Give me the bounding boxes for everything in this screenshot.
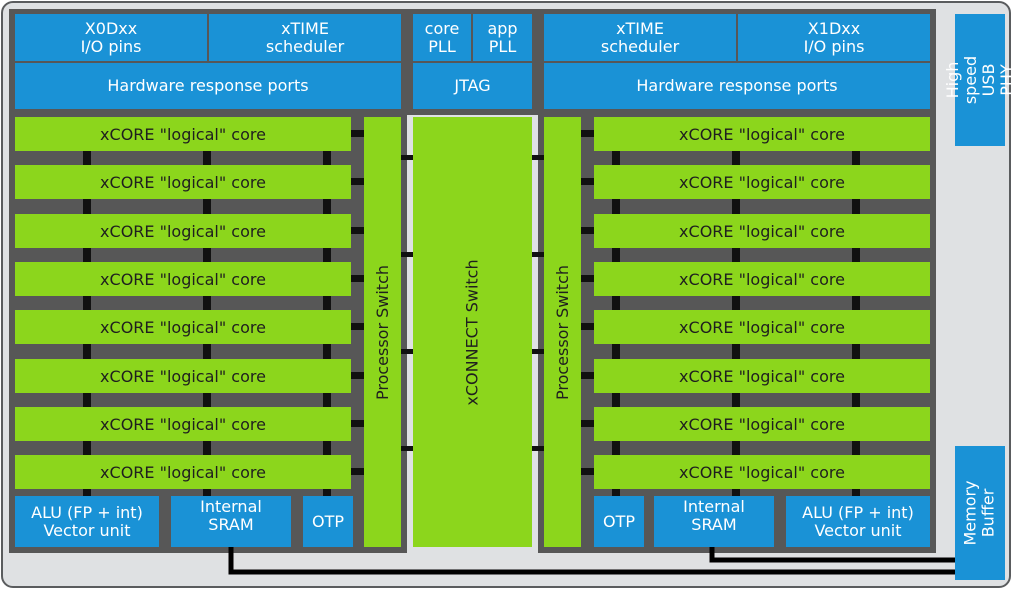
app-pll: app PLL — [473, 14, 532, 61]
tile1-link-3 — [581, 227, 594, 234]
tile0-otp: OTP — [303, 496, 353, 547]
tile1-xtime-scheduler: xTIME scheduler — [544, 14, 736, 61]
tile0-core-8: xCORE "logical" core — [15, 455, 351, 489]
tile1-core-6: xCORE "logical" core — [594, 359, 930, 393]
tile1-core-3: xCORE "logical" core — [594, 214, 930, 248]
tile1-hardware-response-ports: Hardware response ports — [544, 63, 930, 109]
tile0-internal-sram: Internal SRAM — [171, 496, 291, 547]
tile0-core-links — [351, 130, 364, 475]
tile0-link-1 — [351, 130, 364, 137]
tile1-link-1 — [581, 130, 594, 137]
tile0-core-6: xCORE "logical" core — [15, 359, 351, 393]
tile0-io-pins: X0Dxx I/O pins — [15, 14, 207, 61]
tile1-core-links — [581, 130, 594, 475]
tile1-alu-vector-unit: ALU (FP + int) Vector unit — [786, 496, 930, 547]
tile1-link-8 — [581, 468, 594, 475]
xconnect-links — [401, 155, 544, 451]
tile1-core-8: xCORE "logical" core — [594, 455, 930, 489]
tile1-internal-sram: Internal SRAM — [654, 496, 774, 547]
tile0-link-8 — [351, 468, 364, 475]
tile1-link-2 — [581, 178, 594, 185]
tile1-core-bus — [612, 151, 860, 496]
memory-buffer-wires — [228, 547, 955, 575]
tile1-processor-switch: Processor Switch — [544, 117, 581, 547]
tile1-core-4: xCORE "logical" core — [594, 262, 930, 296]
tile0-core-bus — [83, 151, 331, 496]
tile0-sram-wire — [228, 547, 955, 575]
tile0-core-5: xCORE "logical" core — [15, 310, 351, 344]
memory-buffer: Memory Buffer — [955, 446, 1005, 580]
tile0-processor-switch: Processor Switch — [364, 117, 401, 547]
core-pll: core PLL — [413, 14, 471, 61]
tile0-hardware-response-ports: Hardware response ports — [15, 63, 401, 109]
tile1-core-2: xCORE "logical" core — [594, 165, 930, 199]
tile0-link-5 — [351, 323, 364, 330]
tile0-alu-vector-unit: ALU (FP + int) Vector unit — [15, 496, 159, 547]
tile0-core-4: xCORE "logical" core — [15, 262, 351, 296]
tile1-otp: OTP — [594, 496, 644, 547]
tile0-core-1: xCORE "logical" core — [15, 117, 351, 151]
usb-phy: High speed USB PHY — [943, 14, 1014, 146]
tile0-core-7: xCORE "logical" core — [15, 407, 351, 441]
tile0-link-4 — [351, 275, 364, 282]
tile0-link-6 — [351, 372, 364, 379]
tile1-link-4 — [581, 275, 594, 282]
tile1-core-7: xCORE "logical" core — [594, 407, 930, 441]
tile0-core-2: xCORE "logical" core — [15, 165, 351, 199]
tile1-link-5 — [581, 323, 594, 330]
tile1-link-6 — [581, 372, 594, 379]
tile0-xtime-scheduler: xTIME scheduler — [209, 14, 401, 61]
tile1-link-7 — [581, 420, 594, 427]
tile1-sram-wire — [709, 547, 955, 563]
tile1-core-5: xCORE "logical" core — [594, 310, 930, 344]
tile0-link-2 — [351, 178, 364, 185]
tile0-core-3: xCORE "logical" core — [15, 214, 351, 248]
tile1-core-1: xCORE "logical" core — [594, 117, 930, 151]
xconnect-switch: xCONNECT Switch — [413, 117, 532, 547]
tile0-link-3 — [351, 227, 364, 234]
tile1-io-pins: X1Dxx I/O pins — [738, 14, 930, 61]
jtag-block: JTAG — [413, 63, 532, 109]
tile0-link-7 — [351, 420, 364, 427]
